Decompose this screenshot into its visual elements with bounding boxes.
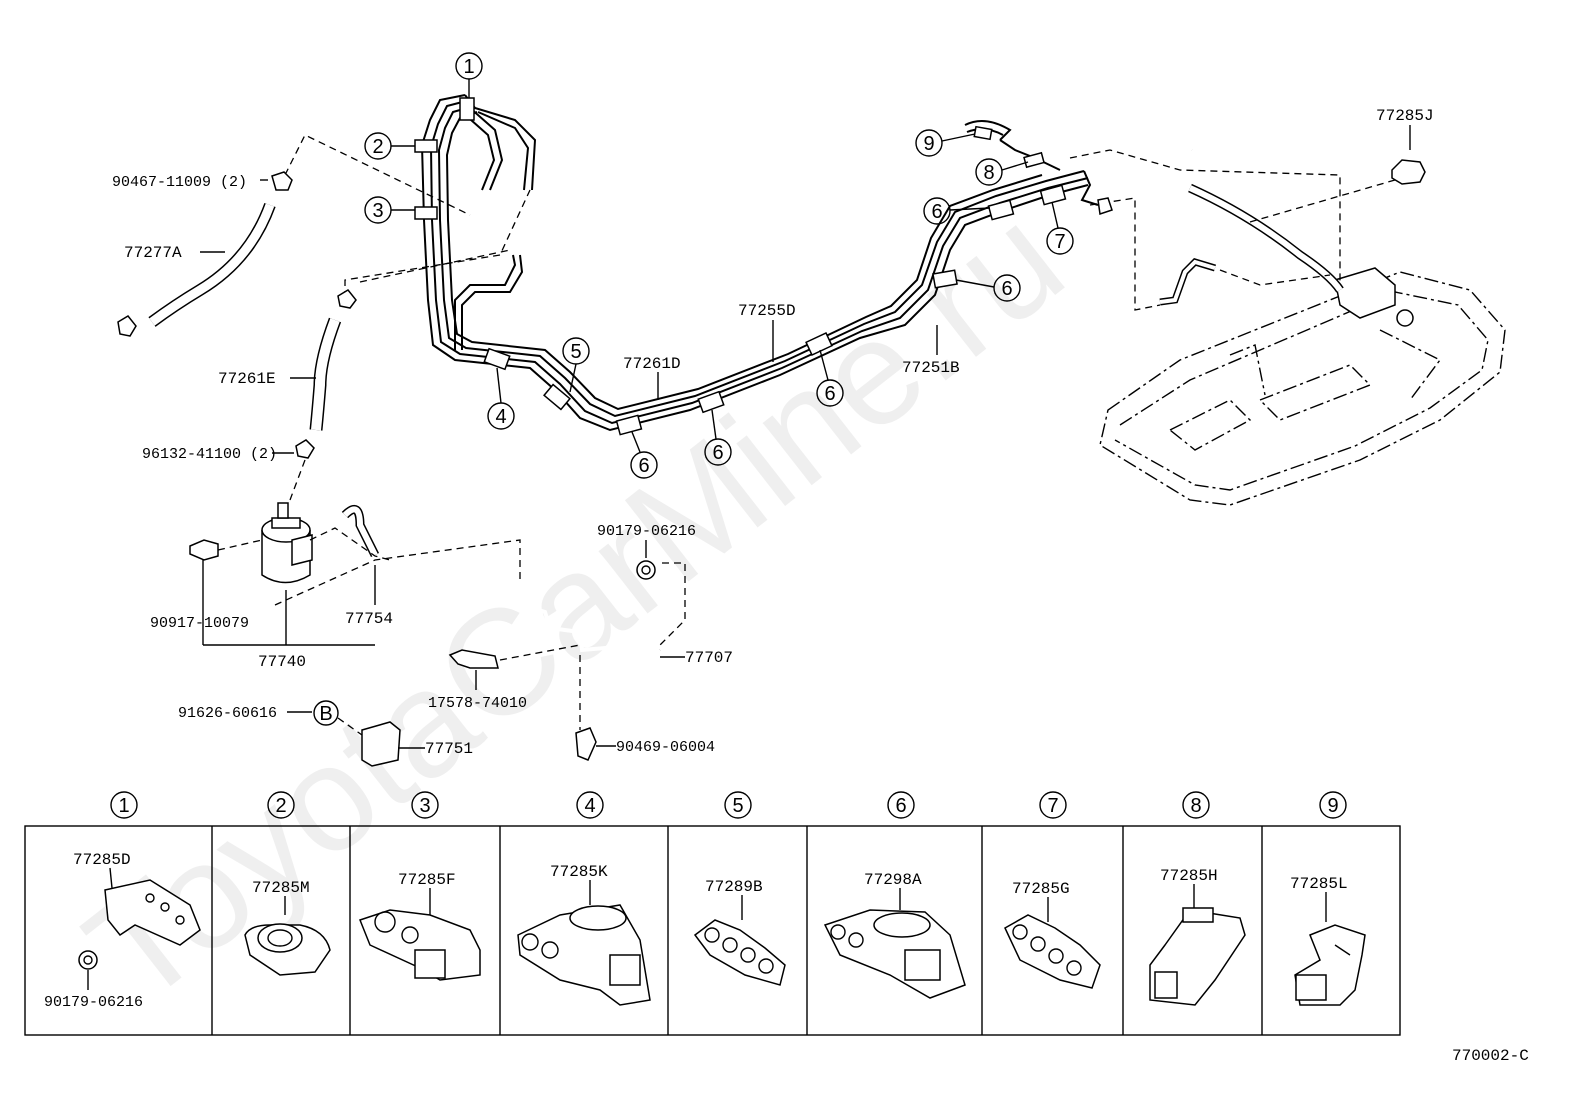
table-cell-4-part: 77285K <box>550 863 608 881</box>
label-17578-74010: 17578-74010 <box>428 695 527 712</box>
table-header-5: 5 <box>732 795 743 817</box>
clamp-table: 1 2 3 4 5 6 7 8 9 77285D 90179-06216 772… <box>24 791 1401 1036</box>
callout-9: 9 <box>923 133 934 155</box>
callout-2: 2 <box>372 136 383 158</box>
canister-77740: 77740 <box>202 502 521 671</box>
clip-90469-06004: 90469-06004 <box>575 727 715 761</box>
label-77751: 77751 <box>425 740 473 758</box>
table-cell-1-part: 77285D <box>73 851 131 869</box>
label-77707: 77707 <box>685 649 733 667</box>
callout-3: 3 <box>372 200 383 222</box>
bracket-77751: 91626-60616 B 77751 <box>178 700 473 767</box>
label-90469-06004: 90469-06004 <box>616 739 715 756</box>
table-header-2: 2 <box>275 795 286 817</box>
table-header-1: 1 <box>118 795 129 817</box>
label-77261E: 77261E <box>218 370 276 388</box>
guide-line-1 <box>284 134 471 216</box>
label-90179-06216: 90179-06216 <box>597 523 696 540</box>
callout-6b: 6 <box>712 442 723 464</box>
label-77251B: 77251B <box>902 359 960 377</box>
table-header-4: 4 <box>584 795 595 817</box>
pipe-77707: 77707 <box>499 562 733 730</box>
callout-6d: 6 <box>1001 278 1012 300</box>
table-cell-6-part: 77298A <box>864 871 922 889</box>
nut-90179-06216: 90179-06216 <box>597 523 696 580</box>
valve-90917-10079: 90917-10079 <box>150 539 263 632</box>
table-header-3: 3 <box>419 795 430 817</box>
guide-line-3 <box>359 249 511 283</box>
bracket-17578-74010: 17578-74010 <box>428 649 527 712</box>
callout-6c: 6 <box>824 383 835 405</box>
callout-7: 7 <box>1054 231 1065 253</box>
fuel-tank-outline <box>1099 267 1506 506</box>
table-cell-7-part: 77285G <box>1012 880 1070 898</box>
label-77261D: 77261D <box>623 355 681 373</box>
table-cell-9-part: 77285L <box>1290 875 1348 893</box>
fuel-pipe-bundle <box>414 94 1113 436</box>
label-77754: 77754 <box>345 610 393 628</box>
label-77740: 77740 <box>258 653 306 671</box>
callout-group: 1 2 3 4 5 6 6 6 6 6 7 8 9 <box>364 52 1074 479</box>
label-77277A: 77277A <box>124 244 182 262</box>
hose-77277A: 77277A <box>117 202 276 337</box>
callout-1: 1 <box>463 56 474 78</box>
callout-6e: 6 <box>931 201 942 223</box>
table-cell-8-part: 77285H <box>1160 867 1218 885</box>
guide-line-2 <box>344 189 531 298</box>
tank-vent-hoses <box>1069 147 1396 311</box>
callout-4: 4 <box>495 406 506 428</box>
diagram-code: 770002-C <box>1452 1047 1529 1065</box>
table-header-8: 8 <box>1190 795 1201 817</box>
label-91626-60616: 91626-60616 <box>178 705 277 722</box>
label-90917-10079: 90917-10079 <box>150 615 249 632</box>
label-96132-41100: 96132-41100 (2) <box>142 446 277 463</box>
table-header-9: 9 <box>1327 795 1338 817</box>
callout-B: B <box>319 703 332 725</box>
table-cell-3-part: 77285F <box>398 871 456 889</box>
label-77255D: 77255D <box>738 302 796 320</box>
clip-90467-11009: 90467-11009 (2) <box>112 171 293 191</box>
table-cell-5-part: 77289B <box>705 878 763 896</box>
clip-96132-41100: 96132-41100 (2) <box>142 439 315 501</box>
callout-5: 5 <box>570 341 581 363</box>
clip-77285J: 77285J <box>1376 107 1434 185</box>
table-header-6: 6 <box>895 795 906 817</box>
callout-8: 8 <box>983 162 994 184</box>
clip-upper-96132 <box>337 289 357 309</box>
hose-77261E: 77261E <box>218 317 342 431</box>
label-77285J: 77285J <box>1376 107 1434 125</box>
label-90467-11009: 90467-11009 (2) <box>112 174 247 191</box>
table-cell-1-sub: 90179-06216 <box>44 994 143 1011</box>
table-cell-2-part: 77285M <box>252 879 310 897</box>
table-header-7: 7 <box>1047 795 1058 817</box>
callout-6a: 6 <box>638 455 649 477</box>
